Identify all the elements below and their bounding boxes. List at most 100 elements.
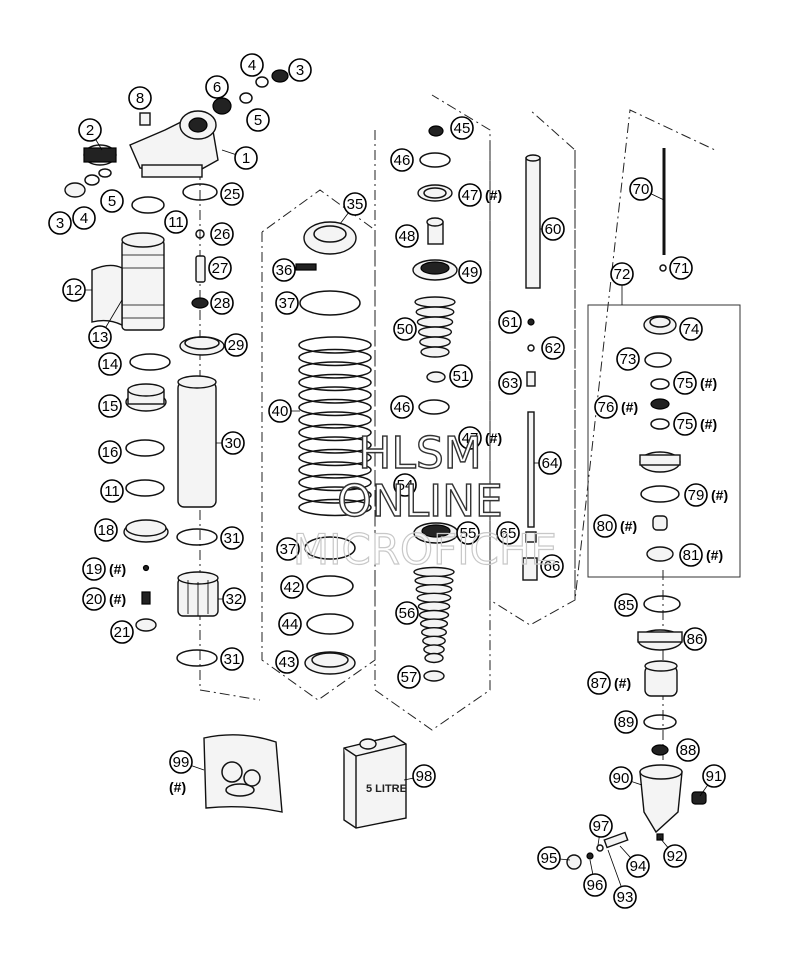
callout-8: 8 bbox=[128, 86, 152, 110]
callout-number: 72 bbox=[614, 266, 631, 283]
oil-can-label: 5 LITRE bbox=[366, 783, 407, 795]
callout-47: 47 bbox=[458, 183, 482, 207]
callout-number: 65 bbox=[500, 525, 517, 542]
part-18-cap bbox=[123, 519, 169, 543]
callout-81: 81 bbox=[679, 543, 703, 567]
callout-57: 57 bbox=[397, 665, 421, 689]
callout-3: 3 bbox=[288, 58, 312, 82]
callout-number: 92 bbox=[667, 848, 684, 865]
part-98-oil-can: 5 LITRE bbox=[343, 735, 407, 829]
right-column-parts bbox=[566, 315, 707, 870]
callout-95: 95 bbox=[537, 846, 561, 870]
callout-14: 14 bbox=[98, 352, 122, 376]
note-mark: (#) bbox=[700, 416, 717, 432]
callout-48: 48 bbox=[395, 224, 419, 248]
callout-number: 88 bbox=[680, 742, 697, 759]
callout-3: 3 bbox=[48, 211, 72, 235]
callout-40: 40 bbox=[268, 399, 292, 423]
callout-number: 63 bbox=[502, 375, 519, 392]
callout-49: 49 bbox=[458, 260, 482, 284]
callout-number: 5 bbox=[254, 112, 262, 129]
part-35-spring-retainer bbox=[303, 221, 357, 255]
callout-11: 11 bbox=[100, 479, 124, 503]
part-32-nut bbox=[177, 571, 219, 617]
callout-80: 80 bbox=[593, 514, 617, 538]
note-mark: (#) bbox=[711, 487, 728, 503]
callout-13: 13 bbox=[88, 325, 112, 349]
part-30-shock-body bbox=[177, 375, 217, 508]
callout-number: 47 bbox=[462, 430, 479, 447]
callout-number: 36 bbox=[276, 262, 293, 279]
kit-72-box bbox=[587, 304, 741, 578]
callout-number: 5 bbox=[108, 193, 116, 210]
callout-94: 94 bbox=[626, 854, 650, 878]
watermark-line-1: HLSM bbox=[358, 428, 482, 479]
callout-number: 62 bbox=[545, 340, 562, 357]
callout-75: 75 bbox=[673, 371, 697, 395]
callout-79: 79 bbox=[684, 483, 708, 507]
callout-15: 15 bbox=[98, 394, 122, 418]
callout-61: 61 bbox=[498, 310, 522, 334]
callout-number: 80 bbox=[597, 518, 614, 535]
callout-62: 62 bbox=[541, 336, 565, 360]
part-1-eye-mount bbox=[129, 110, 219, 178]
callout-number: 79 bbox=[688, 487, 705, 504]
callout-36: 36 bbox=[272, 258, 296, 282]
rod-parts-26-28 bbox=[191, 229, 209, 309]
callout-number: 75 bbox=[677, 416, 694, 433]
callout-number: 97 bbox=[593, 818, 610, 835]
callout-number: 89 bbox=[618, 714, 635, 731]
callout-number: 90 bbox=[613, 770, 630, 787]
callout-11: 11 bbox=[164, 210, 188, 234]
rings-left bbox=[125, 183, 218, 497]
note-mark: (#) bbox=[109, 591, 126, 607]
callout-56: 56 bbox=[395, 601, 419, 625]
callout-number: 25 bbox=[224, 186, 241, 203]
callout-number: 14 bbox=[102, 356, 119, 373]
callout-96: 96 bbox=[583, 873, 607, 897]
callout-42: 42 bbox=[280, 575, 304, 599]
note-mark: (#) bbox=[620, 518, 637, 534]
callout-19: 19 bbox=[82, 557, 106, 581]
callout-1: 1 bbox=[234, 146, 258, 170]
callout-number: 76 bbox=[598, 399, 615, 416]
part-50-shim-stack bbox=[414, 296, 456, 358]
callout-number: 11 bbox=[104, 483, 120, 500]
callout-number: 1 bbox=[242, 150, 250, 167]
callout-number: 74 bbox=[683, 321, 700, 338]
callout-number: 70 bbox=[633, 181, 650, 198]
callout-number: 45 bbox=[454, 120, 471, 137]
callout-number: 21 bbox=[114, 624, 131, 641]
callout-74: 74 bbox=[679, 317, 703, 341]
watermark-line-2: ONLINE bbox=[337, 476, 503, 527]
callout-66: 66 bbox=[540, 554, 564, 578]
callout-20: 20 bbox=[82, 587, 106, 611]
callout-number: 73 bbox=[620, 351, 637, 368]
callout-number: 71 bbox=[673, 260, 690, 277]
callout-number: 20 bbox=[86, 591, 103, 608]
callout-51: 51 bbox=[449, 364, 473, 388]
callout-number: 48 bbox=[399, 228, 416, 245]
callout-6: 6 bbox=[205, 75, 229, 99]
callout-number: 43 bbox=[279, 654, 296, 671]
part-2-reservoir-valve bbox=[83, 144, 117, 166]
callout-number: 13 bbox=[92, 329, 109, 346]
callout-60: 60 bbox=[541, 217, 565, 241]
callout-number: 37 bbox=[279, 295, 296, 312]
callout-88: 88 bbox=[676, 738, 700, 762]
callout-number: 40 bbox=[272, 403, 289, 420]
callout-number: 54 bbox=[397, 477, 414, 494]
part-36-screw bbox=[295, 263, 317, 271]
note-mark: (#) bbox=[700, 375, 717, 391]
piston-column-parts bbox=[412, 125, 459, 682]
callout-number: 66 bbox=[544, 558, 561, 575]
callout-72: 72 bbox=[610, 262, 634, 286]
callout-number: 95 bbox=[541, 850, 558, 867]
callout-number: 28 bbox=[214, 295, 231, 312]
callout-25: 25 bbox=[220, 182, 244, 206]
callout-63: 63 bbox=[498, 371, 522, 395]
callout-number: 30 bbox=[225, 435, 242, 452]
callout-21: 21 bbox=[110, 620, 134, 644]
callout-26: 26 bbox=[210, 222, 234, 246]
callout-29: 29 bbox=[224, 333, 248, 357]
